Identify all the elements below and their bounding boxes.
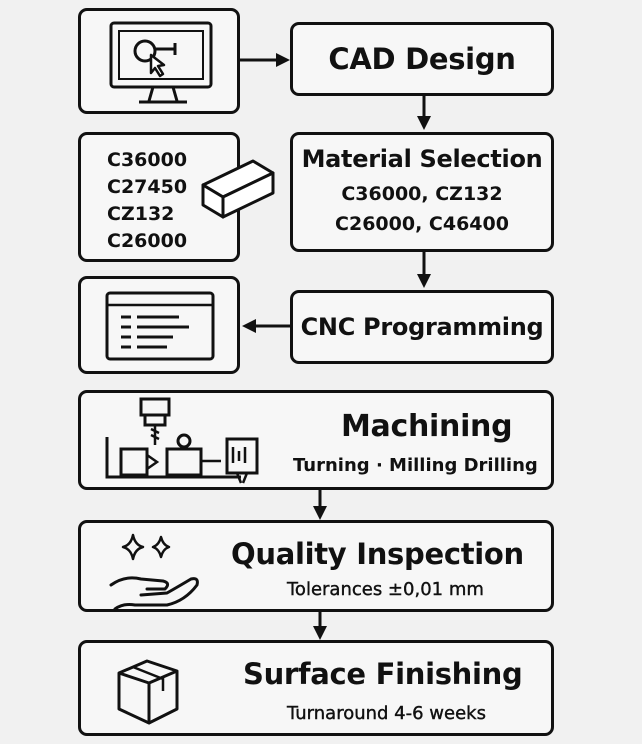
- surface-finishing-step: Surface Finishing Turnaround 4-6 weeks: [78, 640, 554, 736]
- alloy-list: C36000 C27450 CZ132 C26000: [107, 147, 187, 255]
- machining-subtitle: Turning · Milling Drilling: [293, 455, 538, 476]
- quality-inspection-subtitle: Tolerances ±0,01 mm: [287, 579, 484, 600]
- material-selection-title: Material Selection: [301, 145, 543, 173]
- material-line-2: C26000, C46400: [335, 213, 509, 235]
- arrow-machining-down: [313, 490, 327, 520]
- alloy-item: C26000: [107, 230, 188, 252]
- cad-design-step: CAD Design: [290, 22, 554, 96]
- surface-finishing-title: Surface Finishing: [243, 657, 523, 691]
- code-window-icon: [105, 291, 215, 361]
- arrow-cad-down: [417, 96, 431, 130]
- metal-bar-icon: [201, 159, 275, 219]
- alloy-item: C27450: [107, 176, 188, 198]
- cnc-programming-title: CNC Programming: [300, 313, 544, 341]
- surface-finishing-subtitle: Turnaround 4-6 weeks: [287, 703, 486, 724]
- monitor-cursor-icon: [109, 21, 213, 104]
- material-line-1: C36000, CZ132: [341, 183, 503, 205]
- cad-icon-box: [78, 8, 240, 114]
- machining-title: Machining: [341, 409, 513, 444]
- arrow-material-down: [417, 252, 431, 288]
- alloy-list-box: C36000 C27450 CZ132 C26000: [78, 132, 275, 262]
- machining-step: Machining Turning · Milling Drilling: [78, 390, 554, 490]
- quality-inspection-step: Quality Inspection Tolerances ±0,01 mm: [78, 520, 554, 612]
- cnc-machine-icon: [105, 397, 259, 484]
- box-icon: [117, 659, 179, 725]
- alloy-item: C36000: [107, 149, 188, 171]
- arrow-quality-down: [313, 612, 327, 640]
- cnc-programming-step: CNC Programming: [290, 290, 554, 364]
- cad-design-title: CAD Design: [328, 42, 516, 76]
- code-icon-box: [78, 276, 240, 374]
- arrow-cad-right: [240, 53, 290, 67]
- quality-inspection-title: Quality Inspection: [231, 537, 524, 571]
- material-selection-step: Material Selection C36000, CZ132 C26000,…: [290, 132, 554, 252]
- alloy-item: CZ132: [107, 203, 175, 225]
- sparkle-hand-icon: [109, 533, 199, 611]
- material-list: C36000, CZ132 C26000, C46400: [335, 179, 509, 239]
- arrow-cnc-left: [242, 319, 292, 333]
